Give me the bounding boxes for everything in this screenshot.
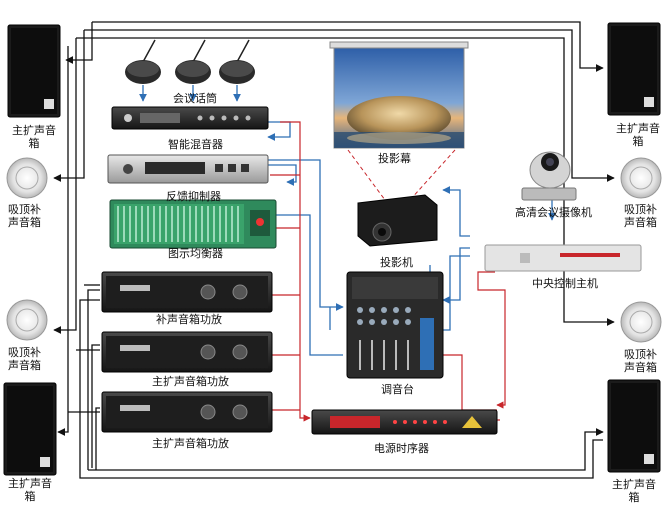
graphic-equalizer-device — [109, 199, 277, 249]
feedback-suppressor-device — [107, 154, 269, 184]
label-fill-amplifier: 补声音箱功放 — [156, 313, 222, 326]
label-ceiling-speaker-right-2: 吸顶补 声音箱 — [624, 348, 657, 374]
label-power-sequencer: 电源时序器 — [374, 442, 429, 455]
power-sequencer-device — [311, 409, 498, 435]
microphone-1 — [125, 39, 161, 84]
label-main-speaker-top-right: 主扩声音 箱 — [616, 122, 660, 148]
main-speaker-top-left — [7, 24, 61, 118]
ceiling-speaker-right-2 — [620, 301, 662, 343]
label-mixing-console: 调音台 — [381, 383, 414, 396]
microphone-2 — [175, 39, 211, 84]
fill-speaker-amplifier-device — [101, 271, 273, 313]
label-projector: 投影机 — [380, 256, 413, 269]
label-smart-mixer: 智能混音器 — [168, 138, 223, 151]
microphone-3 — [219, 39, 255, 84]
main-speaker-bottom-left — [3, 382, 57, 476]
main-speaker-amplifier-device-1 — [101, 331, 273, 373]
label-main-amplifier-2: 主扩声音箱功放 — [152, 437, 229, 450]
label-hd-camera: 高清会议摄像机 — [515, 206, 592, 219]
label-central-control: 中央控制主机 — [532, 277, 598, 290]
label-main-speaker-bottom-right: 主扩声音 箱 — [612, 478, 656, 504]
main-speaker-amplifier-device-2 — [101, 391, 273, 433]
label-conference-mic: 会议话筒 — [173, 92, 217, 105]
label-graphic-equalizer: 图示均衡器 — [168, 247, 223, 260]
mixing-console-device — [346, 271, 444, 379]
label-ceiling-speaker-left-2: 吸顶补 声音箱 — [8, 346, 41, 372]
projector-device — [357, 194, 438, 247]
central-control-device — [484, 244, 642, 272]
main-speaker-bottom-right — [607, 379, 661, 473]
hd-camera-device — [521, 151, 577, 201]
label-main-speaker-bottom-left: 主扩声音 箱 — [8, 477, 52, 503]
projection-beam — [347, 149, 456, 201]
label-projection-screen: 投影幕 — [378, 152, 411, 165]
ceiling-speaker-right-1 — [620, 157, 662, 199]
main-speaker-top-right — [607, 22, 661, 116]
label-feedback-suppressor: 反馈抑制器 — [166, 190, 221, 203]
label-ceiling-speaker-left-1: 吸顶补 声音箱 — [8, 203, 41, 229]
label-main-amplifier-1: 主扩声音箱功放 — [152, 375, 229, 388]
conference-microphones — [125, 39, 255, 84]
smart-mixer-device — [111, 106, 269, 130]
label-ceiling-speaker-right-1: 吸顶补 声音箱 — [624, 203, 657, 229]
label-main-speaker-top-left: 主扩声音 箱 — [12, 124, 56, 150]
projection-screen-device — [329, 41, 469, 149]
ceiling-speaker-left-2 — [6, 299, 48, 341]
ceiling-speaker-left-1 — [6, 157, 48, 199]
